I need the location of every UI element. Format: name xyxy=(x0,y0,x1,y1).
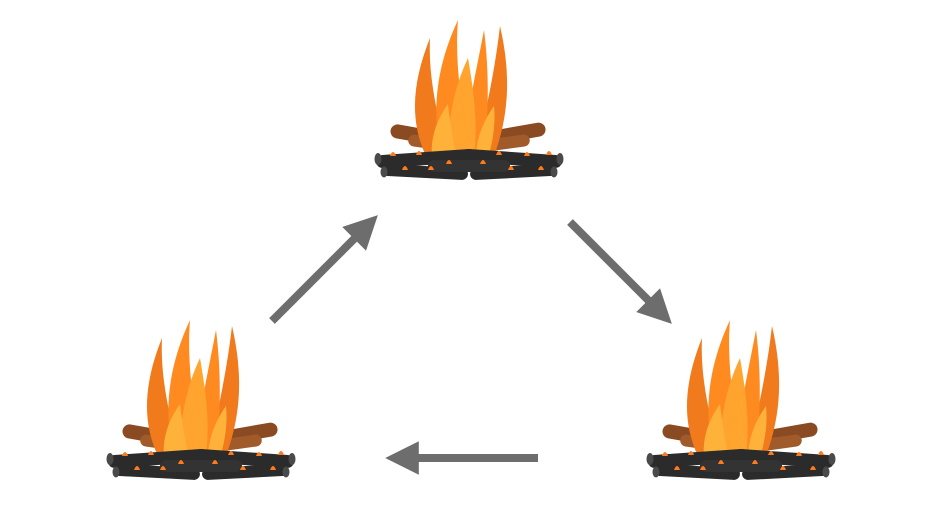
campfire-bottom-right xyxy=(646,320,836,481)
campfire-top xyxy=(374,20,564,181)
campfire-icon xyxy=(374,20,564,181)
campfire-icon xyxy=(646,320,836,481)
arrow-icon xyxy=(269,215,378,324)
arrow-icon xyxy=(567,219,672,324)
campfire-icon xyxy=(106,320,296,481)
campfire-bottom-left xyxy=(106,320,296,481)
